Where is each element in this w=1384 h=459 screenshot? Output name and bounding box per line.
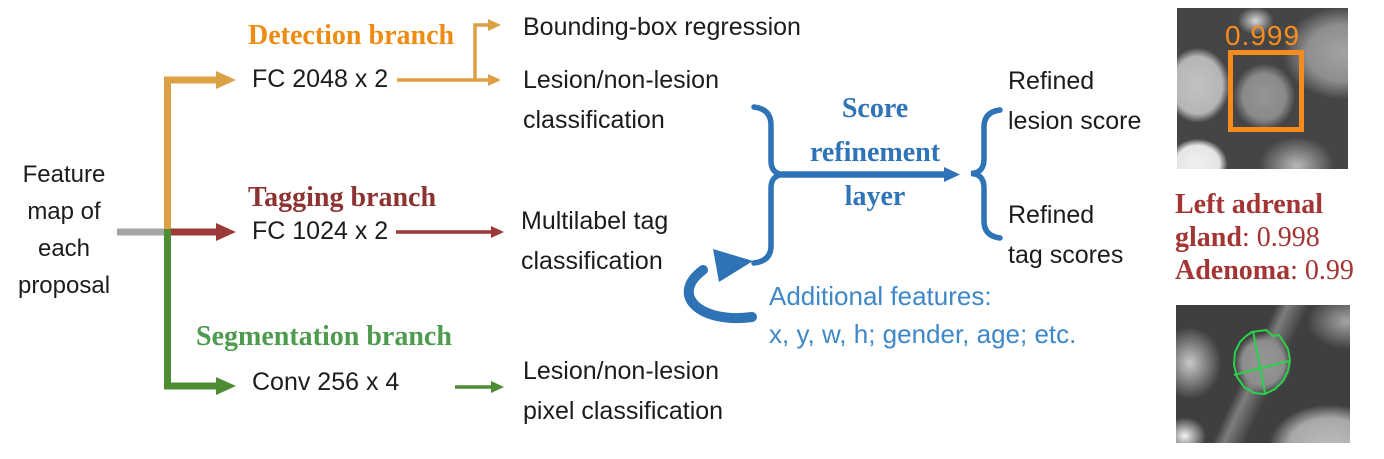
- lesion-long-axis-line: [1252, 330, 1266, 394]
- detection-layer-label: FC 2048 x 2: [252, 65, 389, 93]
- detection-result-image: 0.999: [1177, 8, 1348, 169]
- lesion-short-axis-line: [1233, 360, 1290, 376]
- tag-result-line3-score: : 0.99: [1290, 255, 1354, 286]
- segmentation-classification-label: Lesion/non-lesion pixel classification: [523, 357, 724, 425]
- detection-classification-label: Lesion/non-lesion classification: [523, 66, 719, 134]
- refinement-input-brace: [751, 104, 785, 266]
- score-refinement-layer-title: Score refinement layer: [809, 93, 941, 212]
- segmentation-branch-arrow: [164, 229, 236, 395]
- bounding-box-overlay: [1228, 50, 1304, 132]
- additional-features-label: Additional features: x, y, w, h; gender,…: [769, 281, 1077, 349]
- refined-lesion-score-label: Refined lesion score: [1008, 67, 1142, 135]
- segmentation-result-image: [1176, 305, 1350, 443]
- detection-branch-title: Detection branch: [248, 20, 455, 51]
- tag-result-line1: Left adrenal: [1175, 189, 1324, 220]
- tagging-branch-title: Tagging branch: [248, 182, 437, 213]
- segmentation-contour-overlay: [1232, 328, 1292, 396]
- tagging-layer-label: FC 1024 x 2: [252, 217, 389, 245]
- bounding-box-regression-label: Bounding-box regression: [523, 13, 801, 41]
- input-feature-map-label: Feature map of each proposal: [17, 161, 111, 299]
- refinement-output-brace: [970, 107, 1003, 241]
- detection-score-label: 0.999: [1225, 20, 1301, 51]
- tag-results-text: Left adrenal gland: 0.998 Adenoma: 0.99: [1175, 188, 1354, 287]
- refined-tag-scores-label: Refined tag scores: [1008, 201, 1124, 269]
- lesion-contour: [1232, 328, 1292, 396]
- tag-result-line2-score: : 0.998: [1241, 222, 1320, 253]
- tag-result-line3-name: Adenoma: [1175, 255, 1291, 286]
- detection-branch-arrow: [164, 71, 236, 235]
- segmentation-layer-label: Conv 256 x 4: [252, 368, 400, 396]
- tag-result-line2-name: gland: [1175, 222, 1242, 253]
- tagging-classification-label: Multilabel tag classification: [521, 207, 669, 275]
- segmentation-branch-title: Segmentation branch: [196, 321, 452, 352]
- feedback-arrowhead: [713, 249, 753, 282]
- feedback-curved-arrow: [684, 265, 757, 324]
